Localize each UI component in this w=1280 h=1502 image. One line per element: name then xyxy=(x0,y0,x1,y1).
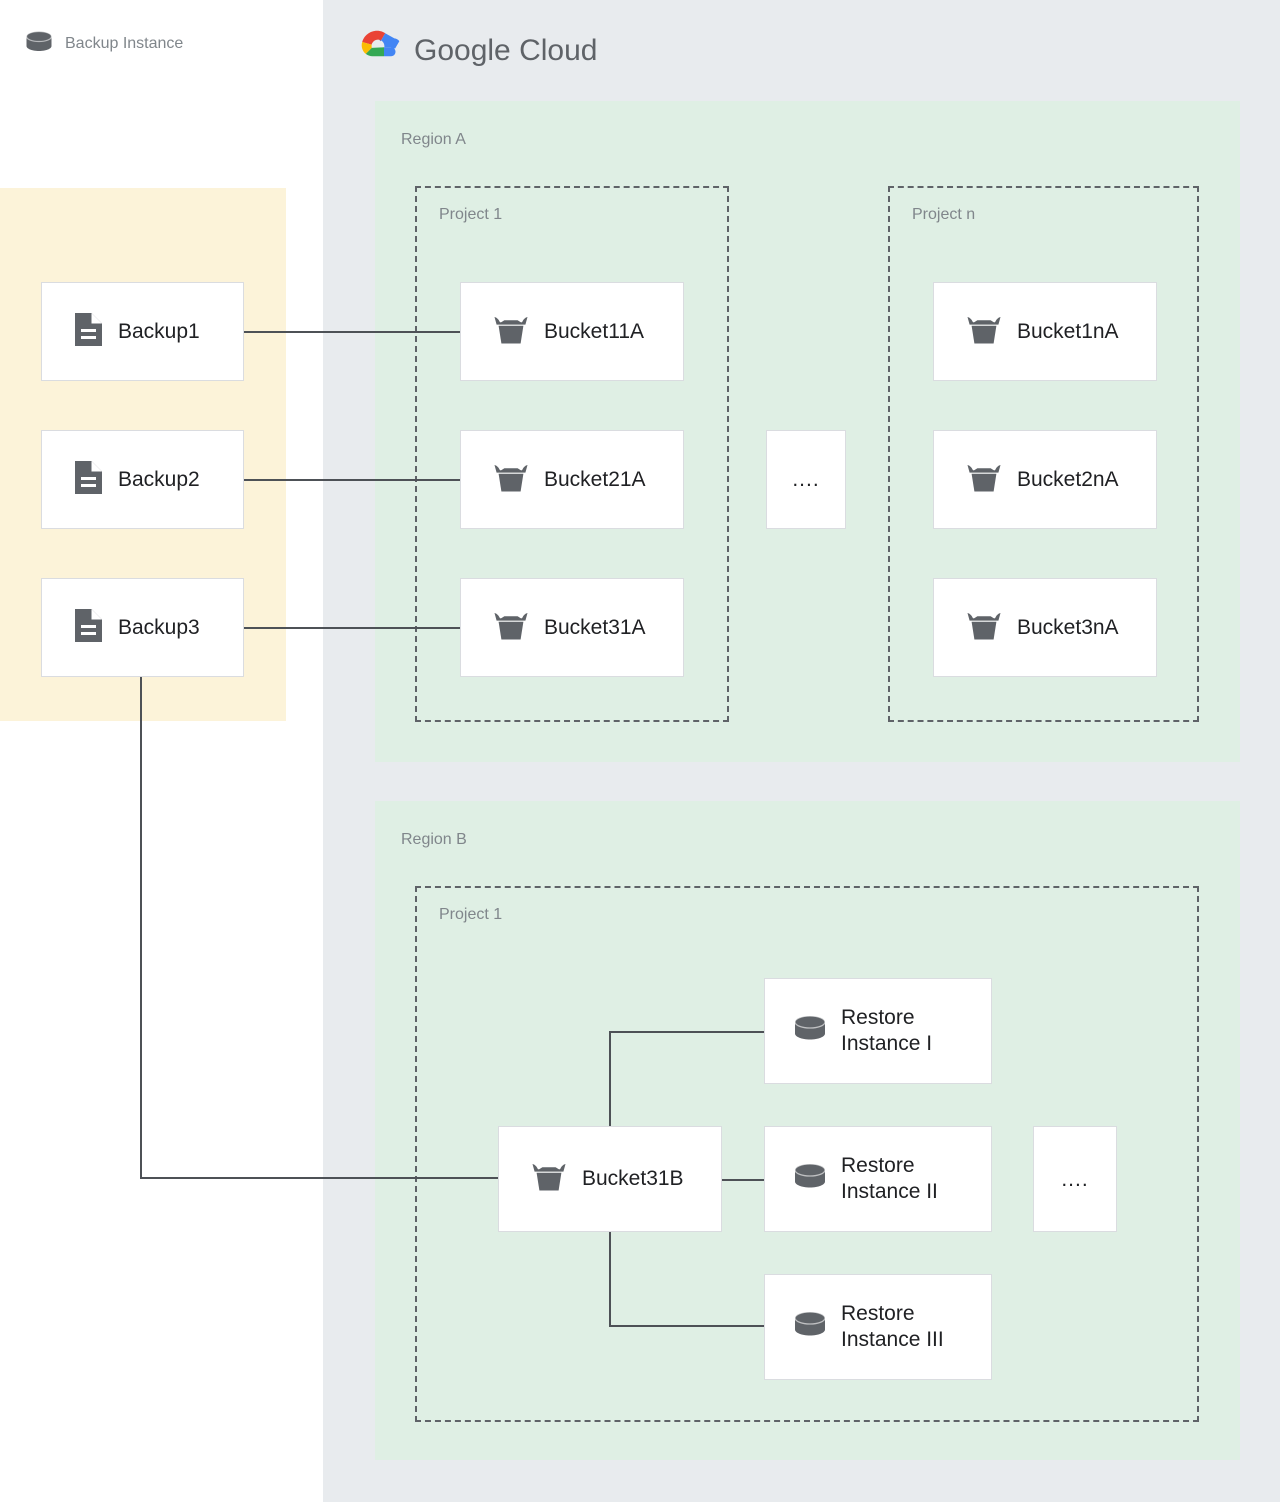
connector-backup3-to-bucket31a xyxy=(244,627,460,629)
node-restore-instance-2[interactable]: Restore Instance II xyxy=(764,1126,992,1232)
database-cylinder-icon xyxy=(25,30,53,59)
node-backup2[interactable]: Backup2 xyxy=(41,430,244,529)
connector-bucket31b-to-restore1-vertical xyxy=(609,1031,611,1128)
storage-bucket-icon xyxy=(532,1161,566,1197)
node-bucket11a-label: Bucket11A xyxy=(544,319,645,343)
connector-backup3-to-bucket31b-vertical xyxy=(140,677,142,1178)
node-bucket11a[interactable]: Bucket11A xyxy=(460,282,684,381)
storage-bucket-icon xyxy=(494,314,528,350)
region-a-project-1-container: Project 1 xyxy=(415,186,729,722)
node-restore-instance-3-label: Restore Instance III xyxy=(841,1302,944,1351)
document-icon xyxy=(75,460,102,499)
connector-bucket31b-to-restore2 xyxy=(722,1179,764,1181)
node-backup1[interactable]: Backup1 xyxy=(41,282,244,381)
region-a-project-1-label: Project 1 xyxy=(439,206,503,223)
backup-instance-title: Backup Instance xyxy=(65,35,184,52)
connector-bucket31b-to-restore3-horizontal xyxy=(609,1325,764,1327)
storage-bucket-icon xyxy=(967,314,1001,350)
region-a-ellipsis-text: .... xyxy=(792,468,820,491)
node-backup2-label: Backup2 xyxy=(118,467,200,491)
node-backup3[interactable]: Backup3 xyxy=(41,578,244,677)
node-restore-instance-2-label: Restore Instance II xyxy=(841,1154,938,1203)
region-b-label: Region B xyxy=(401,831,467,848)
region-b-project-1-label: Project 1 xyxy=(439,906,503,923)
backup-instance-header: Backup Instance xyxy=(25,30,184,59)
storage-bucket-icon xyxy=(494,610,528,646)
node-bucket31a[interactable]: Bucket31A xyxy=(460,578,684,677)
brand-cloud: Cloud xyxy=(519,34,598,67)
region-b-ellipsis-card: .... xyxy=(1033,1126,1117,1232)
database-cylinder-icon xyxy=(793,1310,827,1345)
node-bucket21a[interactable]: Bucket21A xyxy=(460,430,684,529)
node-bucket3na[interactable]: Bucket3nA xyxy=(933,578,1157,677)
connector-bucket31b-to-restore3-vertical xyxy=(609,1232,611,1327)
document-icon xyxy=(75,608,102,647)
region-b-ellipsis-text: .... xyxy=(1061,1167,1089,1191)
connector-backup3-to-bucket31b-horizontal xyxy=(140,1177,498,1179)
node-backup1-label: Backup1 xyxy=(118,319,200,343)
node-restore-instance-3[interactable]: Restore Instance III xyxy=(764,1274,992,1380)
database-cylinder-icon xyxy=(793,1014,827,1049)
region-b-project-1-container: Project 1 xyxy=(415,886,1199,1422)
database-cylinder-icon xyxy=(793,1162,827,1197)
node-restore-instance-1[interactable]: Restore Instance I xyxy=(764,978,992,1084)
node-bucket1na[interactable]: Bucket1nA xyxy=(933,282,1157,381)
brand-google: Google xyxy=(414,34,511,67)
connector-backup2-to-bucket21a xyxy=(244,479,460,481)
document-icon xyxy=(75,312,102,351)
node-bucket31b-label: Bucket31B xyxy=(582,1167,684,1191)
node-bucket21a-label: Bucket21A xyxy=(544,467,646,491)
node-backup3-label: Backup3 xyxy=(118,615,200,639)
google-cloud-wordmark: Google Cloud xyxy=(414,34,597,68)
storage-bucket-icon xyxy=(967,462,1001,498)
connector-bucket31b-to-restore1-horizontal xyxy=(609,1031,764,1033)
node-bucket2na[interactable]: Bucket2nA xyxy=(933,430,1157,529)
storage-bucket-icon xyxy=(967,610,1001,646)
region-a-ellipsis-card: .... xyxy=(766,430,846,529)
node-restore-instance-1-label: Restore Instance I xyxy=(841,1006,933,1055)
google-cloud-logo-icon xyxy=(355,30,401,73)
storage-bucket-icon xyxy=(494,462,528,498)
node-bucket31a-label: Bucket31A xyxy=(544,615,646,639)
node-bucket1na-label: Bucket1nA xyxy=(1017,319,1119,343)
node-bucket31b[interactable]: Bucket31B xyxy=(498,1126,722,1232)
google-cloud-brand: Google Cloud xyxy=(355,28,597,74)
region-a-project-n-label: Project n xyxy=(912,206,976,223)
node-bucket3na-label: Bucket3nA xyxy=(1017,615,1119,639)
region-a-project-n-container: Project n xyxy=(888,186,1199,722)
node-bucket2na-label: Bucket2nA xyxy=(1017,467,1119,491)
connector-backup1-to-bucket11a xyxy=(244,331,460,333)
region-a-label: Region A xyxy=(401,131,466,148)
